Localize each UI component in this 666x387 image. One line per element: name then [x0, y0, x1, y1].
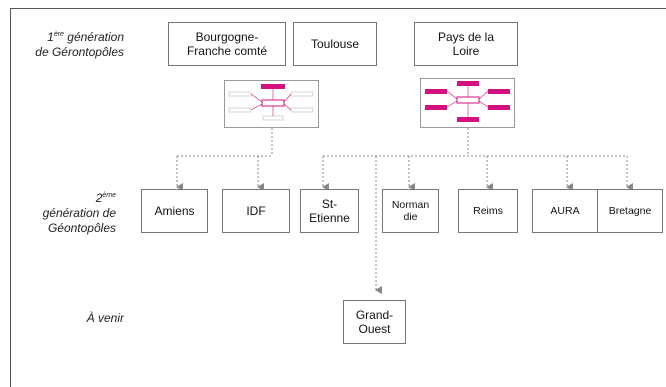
node-toulouse: Toulouse: [293, 22, 377, 66]
label-second-generation: 2ème génération de Géontopôles: [42, 191, 116, 235]
node-aura: AURA: [532, 189, 598, 233]
node-idf: IDF: [222, 189, 290, 233]
node-bourgogne-franche-comte: Bourgogne-Franche comté: [168, 22, 286, 66]
node-st-etienne: St-Etienne: [300, 189, 359, 233]
node-bretagne: Bretagne: [597, 189, 663, 233]
node-reims: Reims: [458, 189, 518, 233]
label-future: À venir: [86, 311, 124, 325]
pays-de-la-loire-mini-diagram: [420, 78, 515, 128]
label-first-generation: 1ère génération de Gérontopôles: [35, 30, 124, 59]
bourgogne-mini-diagram: [224, 80, 319, 128]
node-amiens: Amiens: [141, 189, 208, 233]
node-grand-ouest: Grand-Ouest: [343, 300, 406, 344]
diagram-frame: [10, 8, 666, 387]
